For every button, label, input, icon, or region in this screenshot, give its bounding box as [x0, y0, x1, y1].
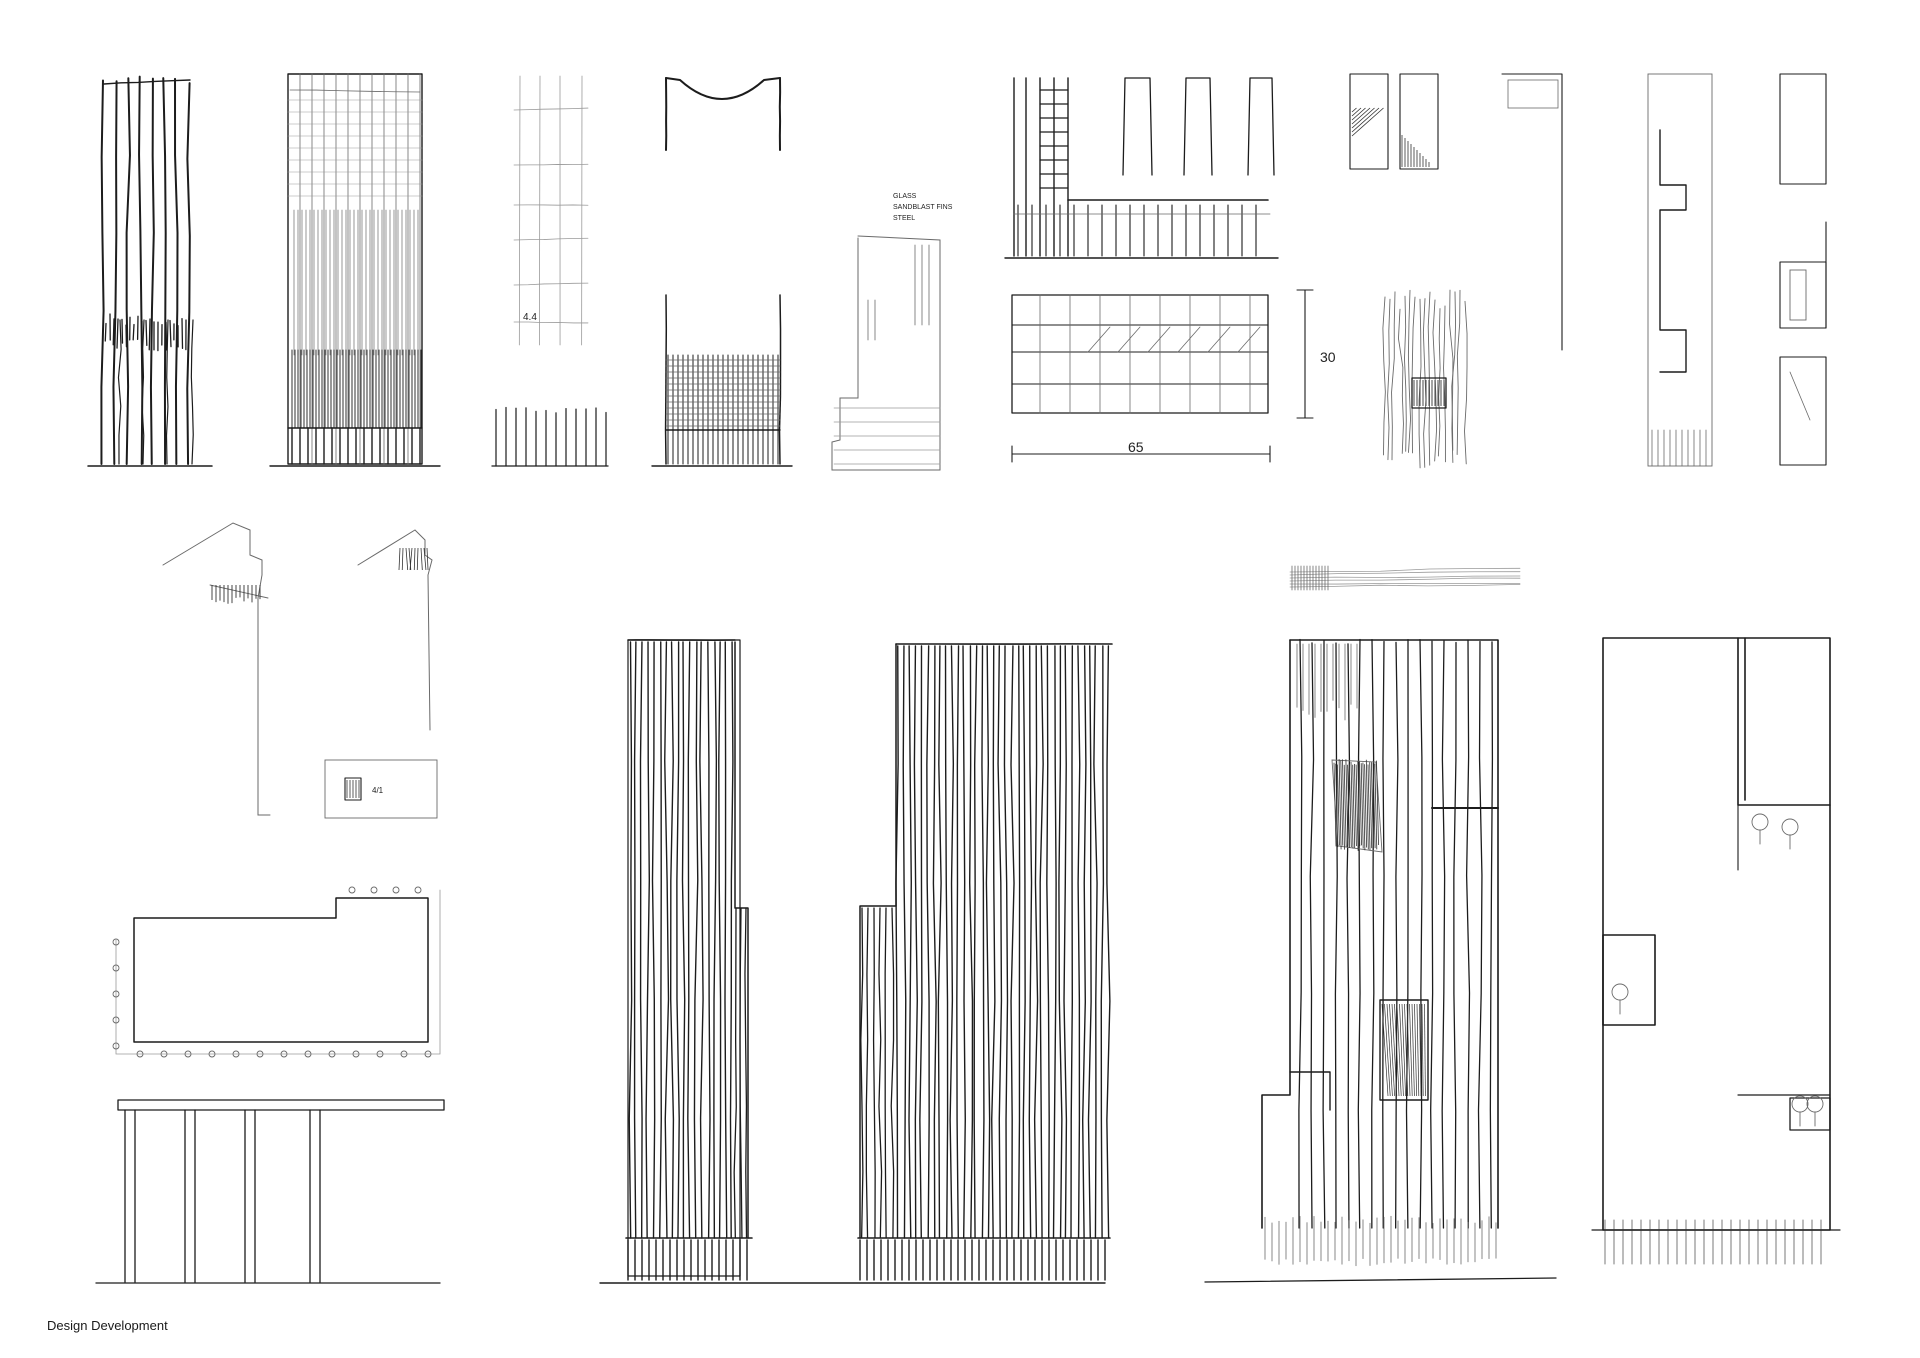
sketch-grid-study: 4.4 [491, 75, 609, 467]
sketch-strip-studies [1647, 73, 1827, 467]
plan-mark: 4/1 [372, 786, 384, 795]
sketch-floor-plan [112, 886, 441, 1058]
sketch-massing-studies [1349, 73, 1563, 469]
note-sandblast: SANDBLAST FINS [893, 204, 953, 211]
dimension-30: 30 [1320, 349, 1336, 365]
sketch-scribble [1289, 565, 1521, 591]
grid-dimension-label: 4.4 [523, 312, 537, 323]
note-glass: GLASS [893, 193, 917, 200]
sketch-perspectives: 4/1 [162, 522, 438, 819]
sketch-colonnade [95, 1099, 445, 1284]
note-steel: STEEL [893, 215, 915, 222]
sketch-elevation-right-b [1591, 637, 1841, 1265]
sketch-tower-elevation-2 [269, 73, 441, 467]
sketch-tower-crown [651, 77, 793, 467]
sketch-elevation-right-a [1204, 638, 1557, 1283]
sketch-podium-and-plan: 65 30 [1004, 77, 1336, 463]
sketch-tower-elevation-1 [87, 75, 213, 467]
sketch-stepped-section: GLASS SANDBLAST FINS STEEL [831, 193, 953, 471]
sketch-twin-tower-elevation [599, 639, 1113, 1284]
sheet-caption: Design Development [47, 1318, 168, 1333]
dimension-65: 65 [1128, 439, 1144, 455]
